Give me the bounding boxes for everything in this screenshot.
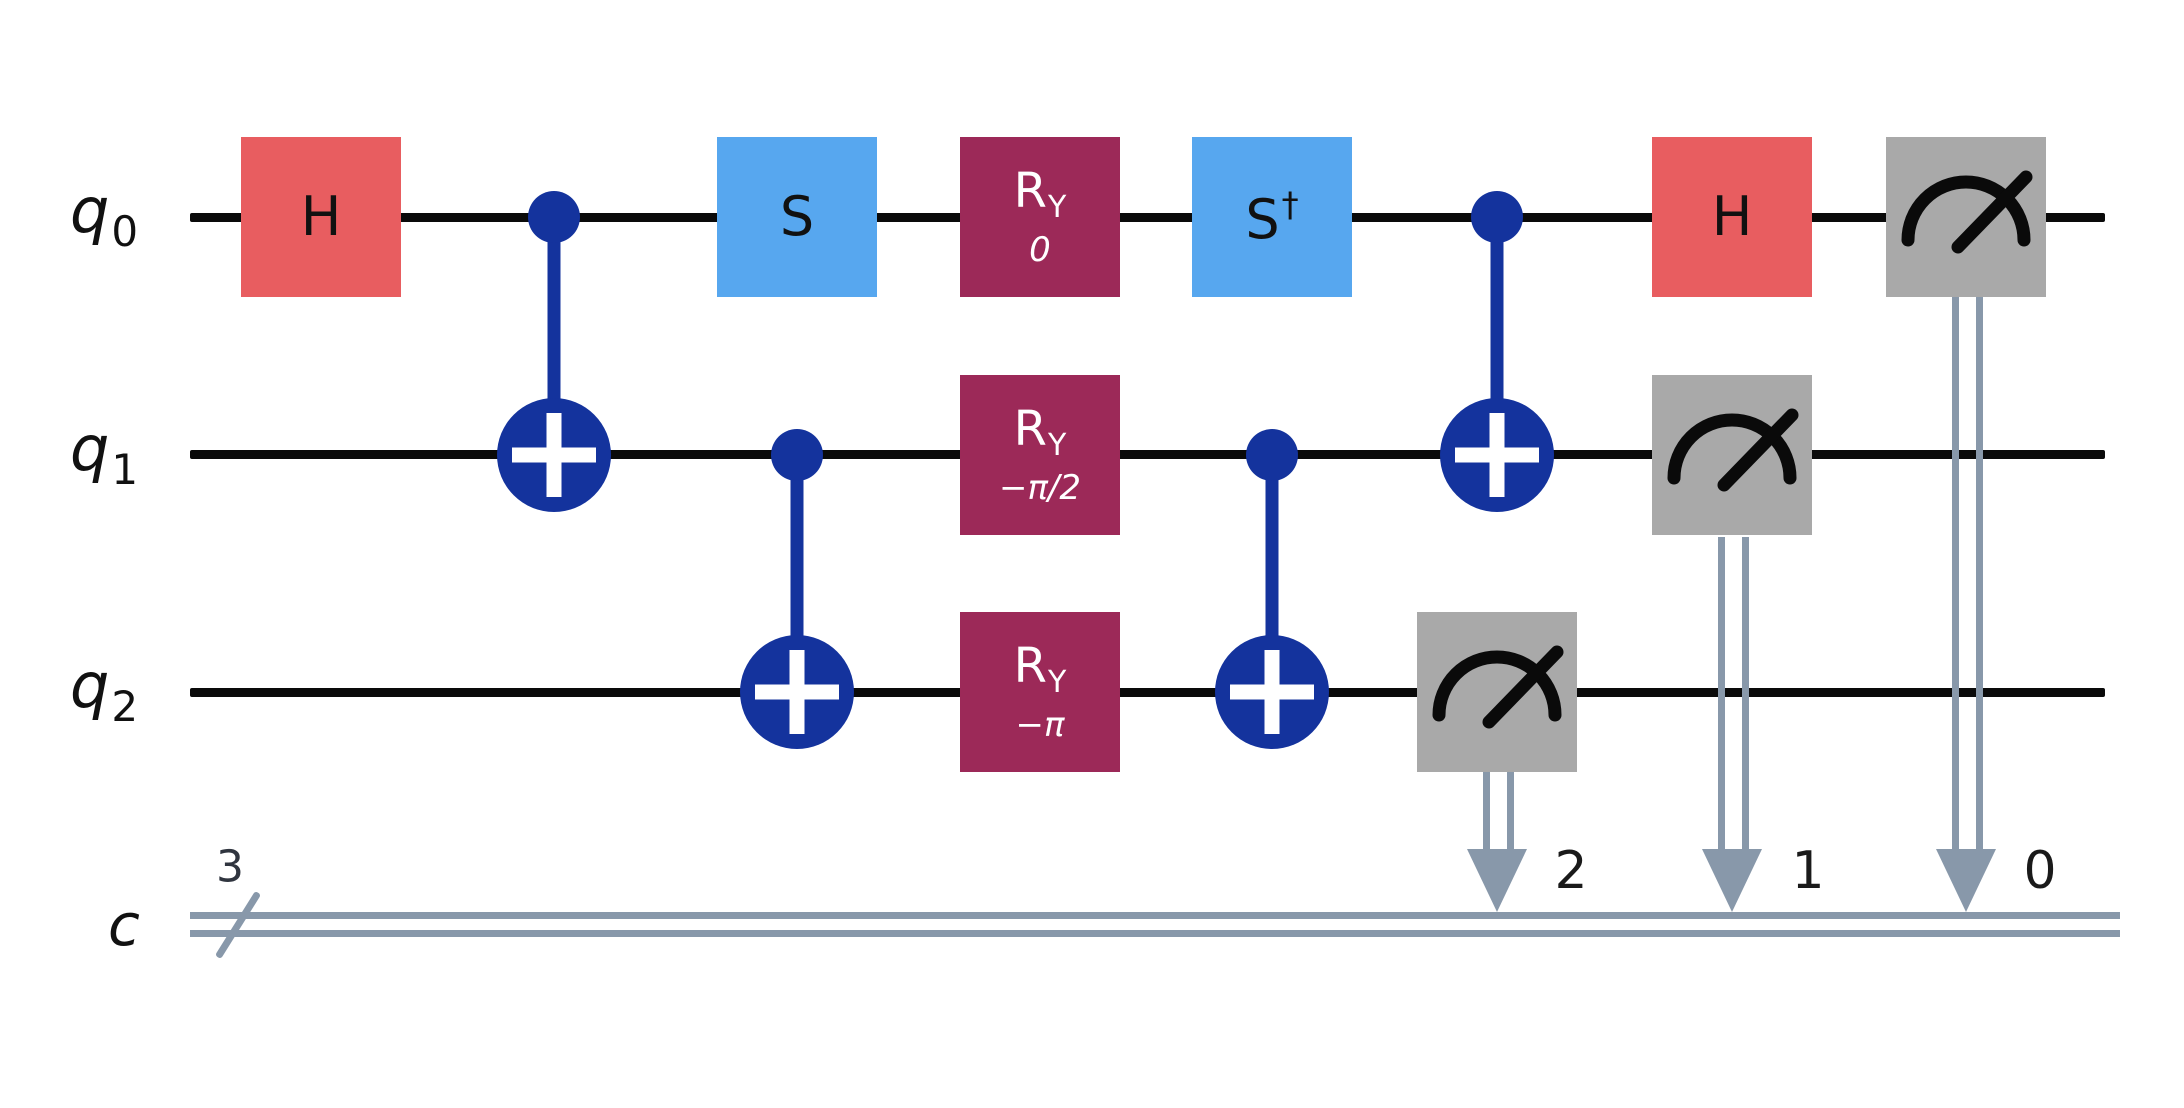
measure-arrow-q0 [1936,849,1996,912]
qubit-label-q0: q0 [69,174,139,256]
hadamard-gate-2: H [1652,137,1812,297]
classical-wire-bottom [190,930,2120,937]
measure-stem-q1-right [1742,537,1749,850]
s-gate: S [717,137,877,297]
ry-gate-q1-param: −π/2 [998,468,1082,508]
ry-gate-q1: RY −π/2 [960,375,1120,535]
hadamard-gate-1: H [241,137,401,297]
qubit-label-q2: q2 [69,649,139,731]
measure-stem-q1-left [1718,537,1725,850]
cnot-connector-4 [1490,217,1504,455]
s-gate-label: S [779,185,815,248]
bit-index-label-1: 1 [1791,841,1825,901]
ry-gate-q2: RY −π [960,612,1120,772]
bit-index-label-2: 2 [1554,841,1588,901]
cnot-connector-2 [790,455,804,692]
cnot-target-4 [1440,398,1554,512]
cnot-connector-1 [547,217,561,455]
measure-icon [1901,170,2033,254]
hadamard-gate-1-label: H [300,185,342,248]
measure-stem-q0-left [1952,297,1959,850]
classical-wire-top [190,912,2120,919]
ry-gate-q0: RY 0 [960,137,1120,297]
ry-gate-q0-param: 0 [1029,230,1051,270]
cnot-target-1 [497,398,611,512]
measure-gate-q0 [1886,137,2046,297]
qubit-wire-q1 [190,450,2105,459]
measure-icon [1667,408,1799,492]
measure-gate-q1 [1652,375,1812,535]
classical-bundle-slash [214,890,262,960]
measure-icon [1432,645,1564,729]
measure-stem-q2-left [1483,772,1490,850]
qubit-wire-q2 [190,688,2105,697]
cnot-control-4 [1471,191,1523,243]
bit-index-label-0: 0 [2023,841,2057,901]
cnot-control-1 [528,191,580,243]
cnot-connector-3 [1265,455,1279,692]
measure-stem-q2-right [1507,772,1514,850]
cnot-target-3 [1215,635,1329,749]
cnot-target-2 [740,635,854,749]
cnot-control-3 [1246,429,1298,481]
ry-gate-q2-param: −π [1015,705,1065,745]
sdg-gate: S† [1192,137,1352,297]
qubit-label-q1: q1 [69,412,139,494]
cnot-control-2 [771,429,823,481]
measure-arrow-q2 [1467,849,1527,912]
qubit-wire-q0 [190,213,2105,222]
measure-gate-q2 [1417,612,1577,772]
measure-arrow-q1 [1702,849,1762,912]
bit-count-label: 3 [216,841,244,893]
classical-label-c: c [108,891,140,959]
hadamard-gate-2-label: H [1711,185,1753,248]
measure-stem-q0-right [1976,297,1983,850]
